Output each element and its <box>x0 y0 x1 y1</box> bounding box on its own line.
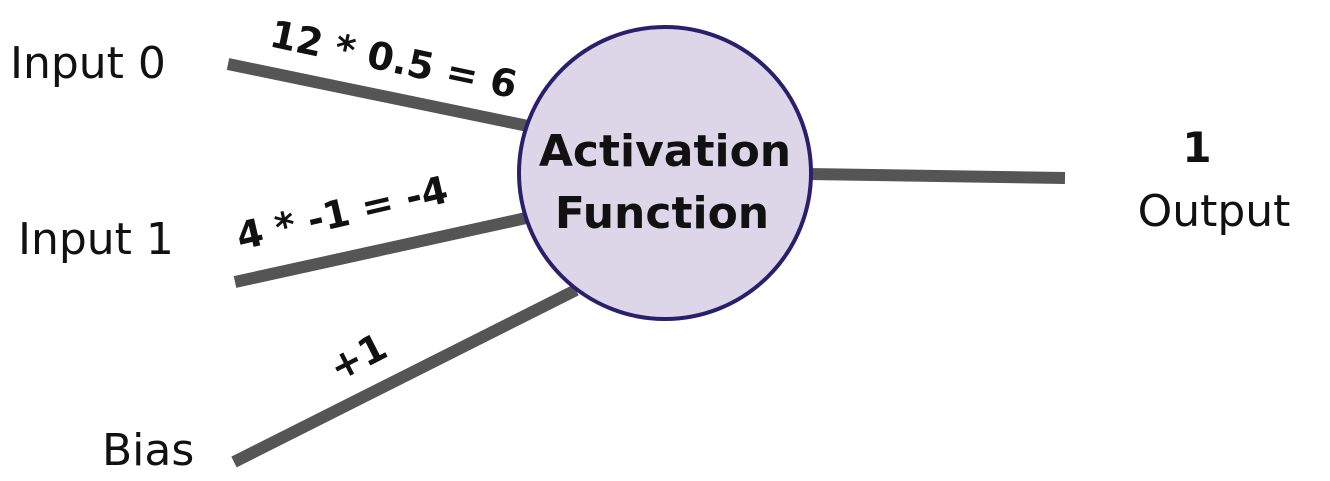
activation-node <box>517 25 813 321</box>
activation-label-line2: Function <box>555 188 769 239</box>
output-value: 1 <box>1182 123 1211 172</box>
activation-label-line1: Activation <box>539 126 791 177</box>
input-1-label: Input 1 <box>18 214 174 265</box>
output-label: Output <box>1138 186 1291 237</box>
input-0-edge <box>226 58 530 132</box>
bias-value-expression: +1 <box>322 324 394 390</box>
input-1-edge <box>233 212 528 288</box>
input-0-label: Input 0 <box>10 38 166 89</box>
bias-label: Bias <box>102 425 194 476</box>
bias-edge <box>231 284 579 468</box>
output-edge <box>807 168 1066 184</box>
